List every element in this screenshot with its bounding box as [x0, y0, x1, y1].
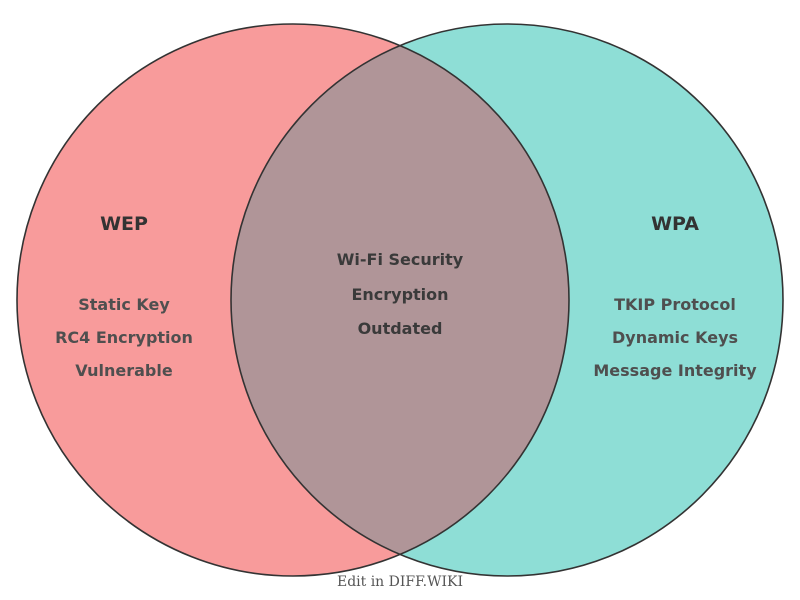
wep-item-2: RC4 Encryption [55, 328, 193, 347]
overlap-region [231, 45, 569, 555]
overlap-item-3: Outdated [358, 319, 443, 338]
wpa-circle-outline [230, 23, 784, 577]
wpa-item-1: TKIP Protocol [614, 295, 736, 314]
edit-link[interactable]: Edit in DIFF.WIKI [337, 574, 463, 590]
wep-title: WEP [100, 213, 148, 235]
wep-item-1: Static Key [78, 295, 170, 314]
wpa-title: WPA [651, 213, 699, 235]
wpa-item-3: Message Integrity [593, 361, 757, 380]
wpa-item-2: Dynamic Keys [612, 328, 738, 347]
overlap-item-2: Encryption [351, 285, 448, 304]
overlap-item-1: Wi-Fi Security [337, 250, 464, 269]
wep-item-3: Vulnerable [75, 361, 173, 380]
wep-circle-outline [16, 23, 570, 577]
